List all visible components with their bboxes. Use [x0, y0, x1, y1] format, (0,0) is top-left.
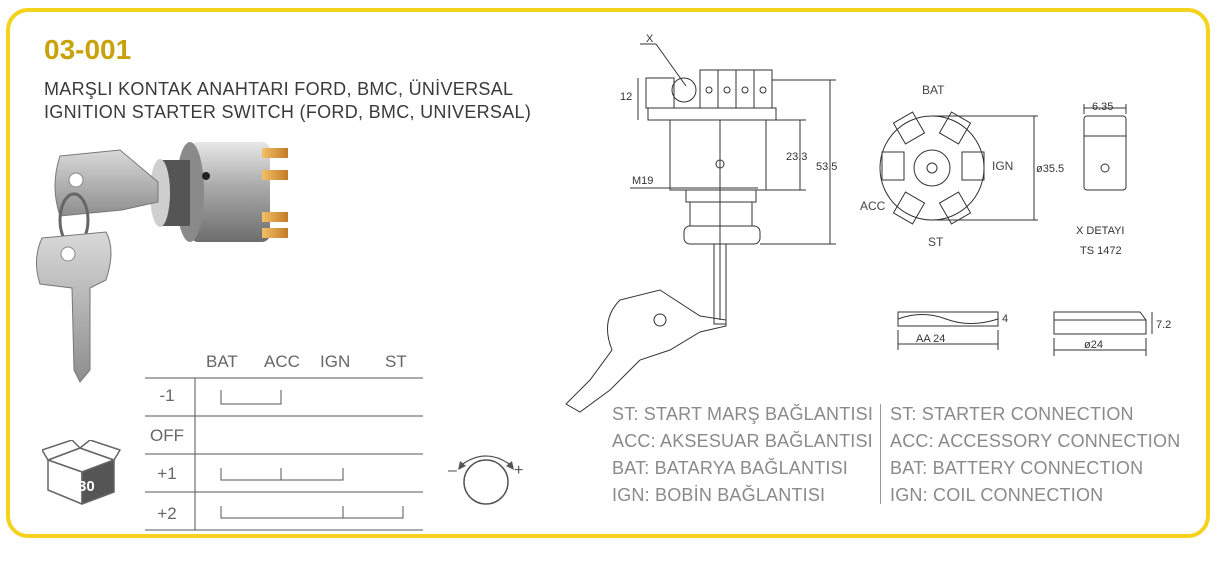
card-frame: [6, 8, 1210, 538]
legend-tr-bat: BAT: BATARYA BAĞLANTISI: [612, 458, 849, 478]
legend-en-ign: IGN: COIL CONNECTION: [890, 485, 1104, 505]
rotation-plus: +: [514, 462, 524, 479]
product-code: 03-001: [44, 34, 132, 65]
row-minus1: -1: [159, 386, 175, 405]
product-title-en: IGNITION STARTER SWITCH (FORD, BMC, UNIV…: [44, 102, 532, 122]
dim-aa24: AA 24: [916, 333, 945, 345]
legend-tr-ign: IGN: BOBİN BAĞLANTISI: [612, 485, 826, 505]
product-title-tr: MARŞLI KONTAK ANAHTARI FORD, BMC, ÜNİVER…: [44, 79, 514, 99]
dim-12: 12: [620, 91, 632, 103]
technical-drawing: X 12 23.3 53.5 M19 BAT IGN ACC ST ø35.5 …: [565, 33, 1171, 413]
dim-x-label: X: [646, 33, 654, 45]
x-detail-label: X DETAYI: [1076, 225, 1125, 237]
legend-tr-acc: ACC: AKSESUAR BAĞLANTISI: [612, 431, 873, 451]
row-plus1: +1: [157, 464, 177, 483]
dim-m19: M19: [632, 175, 653, 187]
switch-table: [145, 377, 423, 531]
dim-4: 4: [1002, 313, 1008, 325]
col-acc: ACC: [264, 352, 300, 371]
package-box-icon: [42, 440, 121, 505]
dim-24: ø24: [1084, 339, 1103, 351]
col-st: ST: [385, 352, 407, 371]
dim-7-2: 7.2: [1156, 319, 1171, 331]
rotation-icon: [458, 455, 514, 505]
dim-6-35: 6.35: [1092, 101, 1113, 113]
row-off: OFF: [150, 426, 184, 445]
row-plus2: +2: [157, 504, 177, 523]
legend-en-st: ST: STARTER CONNECTION: [890, 404, 1134, 424]
legend-divider: [880, 404, 881, 504]
col-ign: IGN: [320, 352, 351, 371]
product-photo: [36, 142, 288, 383]
legend-tr-st: ST: START MARŞ BAĞLANTISI: [612, 404, 874, 424]
package-count: 30: [78, 478, 95, 495]
dim-53-5: 53.5: [816, 161, 837, 173]
rear-ign-label: IGN: [992, 159, 1013, 173]
legend-en-bat: BAT: BATTERY CONNECTION: [890, 458, 1144, 478]
rear-acc-label: ACC: [860, 199, 886, 213]
col-bat: BAT: [206, 352, 238, 371]
dim-23-3: 23.3: [786, 151, 807, 163]
rotation-minus: –: [448, 462, 457, 479]
legend-en-acc: ACC: ACCESSORY CONNECTION: [890, 431, 1181, 451]
rear-bat-label: BAT: [922, 83, 945, 97]
rear-st-label: ST: [928, 235, 944, 249]
ts-code-label: TS 1472: [1080, 245, 1122, 257]
dim-35-5: ø35.5: [1036, 163, 1064, 175]
